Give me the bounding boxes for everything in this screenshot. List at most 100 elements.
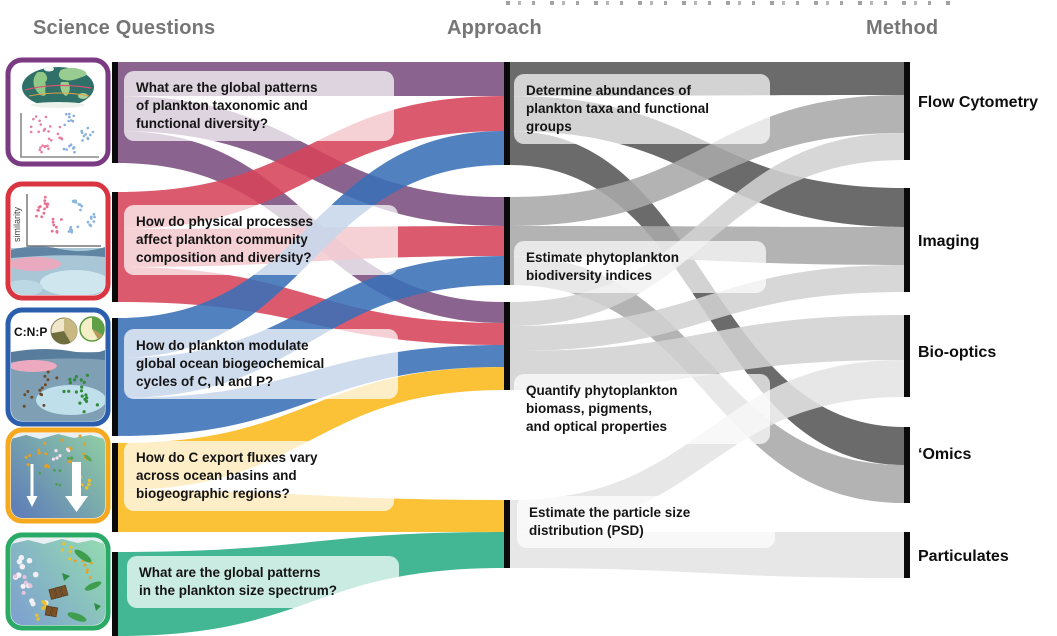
plankton-dot [79,389,84,393]
composition-pie-chart [79,316,105,342]
plankton-dot [60,136,63,140]
plankton-dot [80,394,84,398]
method-node-bar [904,532,910,578]
cnp-pie-chart [50,317,78,345]
method-node-bar [904,188,910,292]
column-header-method: Method [866,17,939,39]
plankton-dot [52,223,56,227]
method-node-bar [904,427,910,503]
plankton-dot [38,119,41,123]
thumbnail-carbon-export [5,427,111,524]
method-label-particulates: Particulates [918,548,1009,565]
plankton-dot [86,568,89,572]
plankton-dot [84,399,89,403]
plankton-dot [69,447,73,451]
method-label-omics: ‘Omics [918,446,972,463]
plankton-dot [84,133,87,136]
plankton-dot [35,613,39,618]
plankton-dot [46,378,50,382]
plankton-dot [34,115,38,118]
plankton-dot [47,147,50,150]
ocean-illustration [11,246,105,295]
plankton-dot [23,393,27,397]
plankton-dot [83,442,87,446]
plankton-dot [68,381,72,385]
plankton-dot [47,130,50,133]
plankton-dot [74,390,78,394]
plankton-dot [82,410,86,414]
method-node-bar [904,315,910,397]
world-map-illustration [22,66,94,108]
plankton-dot [21,590,26,595]
plankton-dot [45,463,49,467]
similarity-axis-label: similarity [12,207,22,242]
plankton-dot [35,214,38,218]
plankton-dot [43,207,46,211]
plankton-dot [74,375,78,379]
plankton-dot [40,386,44,390]
flow-ribbon-light [510,265,904,351]
plankton-dot [92,212,96,216]
plankton-dot [38,148,42,152]
plankton-dot [43,195,47,199]
plankton-dot [80,131,84,134]
thumbnail-plankton-size-spectrum [5,532,111,631]
plankton-dot [67,457,70,460]
question-box-5: What are the global patterns in the plan… [127,556,399,608]
flow-ribbon-medium [510,95,904,226]
thumbnail-physical-processes: similarity [5,181,111,301]
approach-box-2: Estimate phytoplankton biodiversity indi… [514,241,766,293]
plankton-dot [55,230,59,233]
question-node-bar [112,552,118,636]
plankton-dot [82,380,86,384]
plankton-dot [22,404,26,408]
plankton-dot [69,227,72,231]
plankton-dot [36,617,40,621]
plankton-dot [47,137,51,141]
plankton-dot [37,448,41,452]
plankton-dot [30,395,34,399]
plankton-dot [90,561,93,565]
plankton-dot [32,571,39,578]
plankton-dot [43,127,47,131]
question-box-2: How do physical processes affect plankto… [124,205,398,275]
plankton-dot [39,392,43,396]
plankton-dot [93,215,96,219]
plankton-dot [49,125,52,128]
plankton-dot [20,583,26,589]
similarity-scatter-plot [26,194,101,247]
plankton-dot [67,389,71,393]
plankton-dot [58,136,61,140]
plankton-dot [87,482,91,487]
plankton-dot [72,114,76,118]
plankton-dot [67,119,70,123]
question-box-4: How do C export fluxes vary across ocean… [124,441,394,511]
plankton-dot [85,396,89,400]
flow-ribbon-red [118,267,504,345]
plankton-dot [91,130,95,134]
plankton-dot [32,117,35,121]
sea-surface [11,538,105,544]
plankton-dot [42,403,46,407]
approach-box-4: Estimate the particle size distribution … [517,496,775,548]
thumbnail-global-diversity-map [5,57,111,167]
plankton-dot [82,134,86,138]
plankton-dot [26,463,30,467]
plankton-dot [29,130,33,134]
plankton-dot [62,147,66,151]
plankton-dot [89,224,93,228]
question-node-bar [112,318,118,436]
plankton-dot [73,559,77,563]
approach-node-bar [504,62,510,165]
plankton-dot [55,482,58,486]
thumbnail-biogeochemical-cycles: C:N:P [5,307,111,427]
plankton-dot [39,146,42,149]
plankton-dot [60,218,63,221]
plankton-dot [43,374,47,378]
column-header-approach: Approach [447,17,542,39]
plankton-dot [40,150,43,154]
plankton-dot [50,139,53,142]
plankton-dot [18,554,25,561]
plankton-dot [74,200,78,204]
